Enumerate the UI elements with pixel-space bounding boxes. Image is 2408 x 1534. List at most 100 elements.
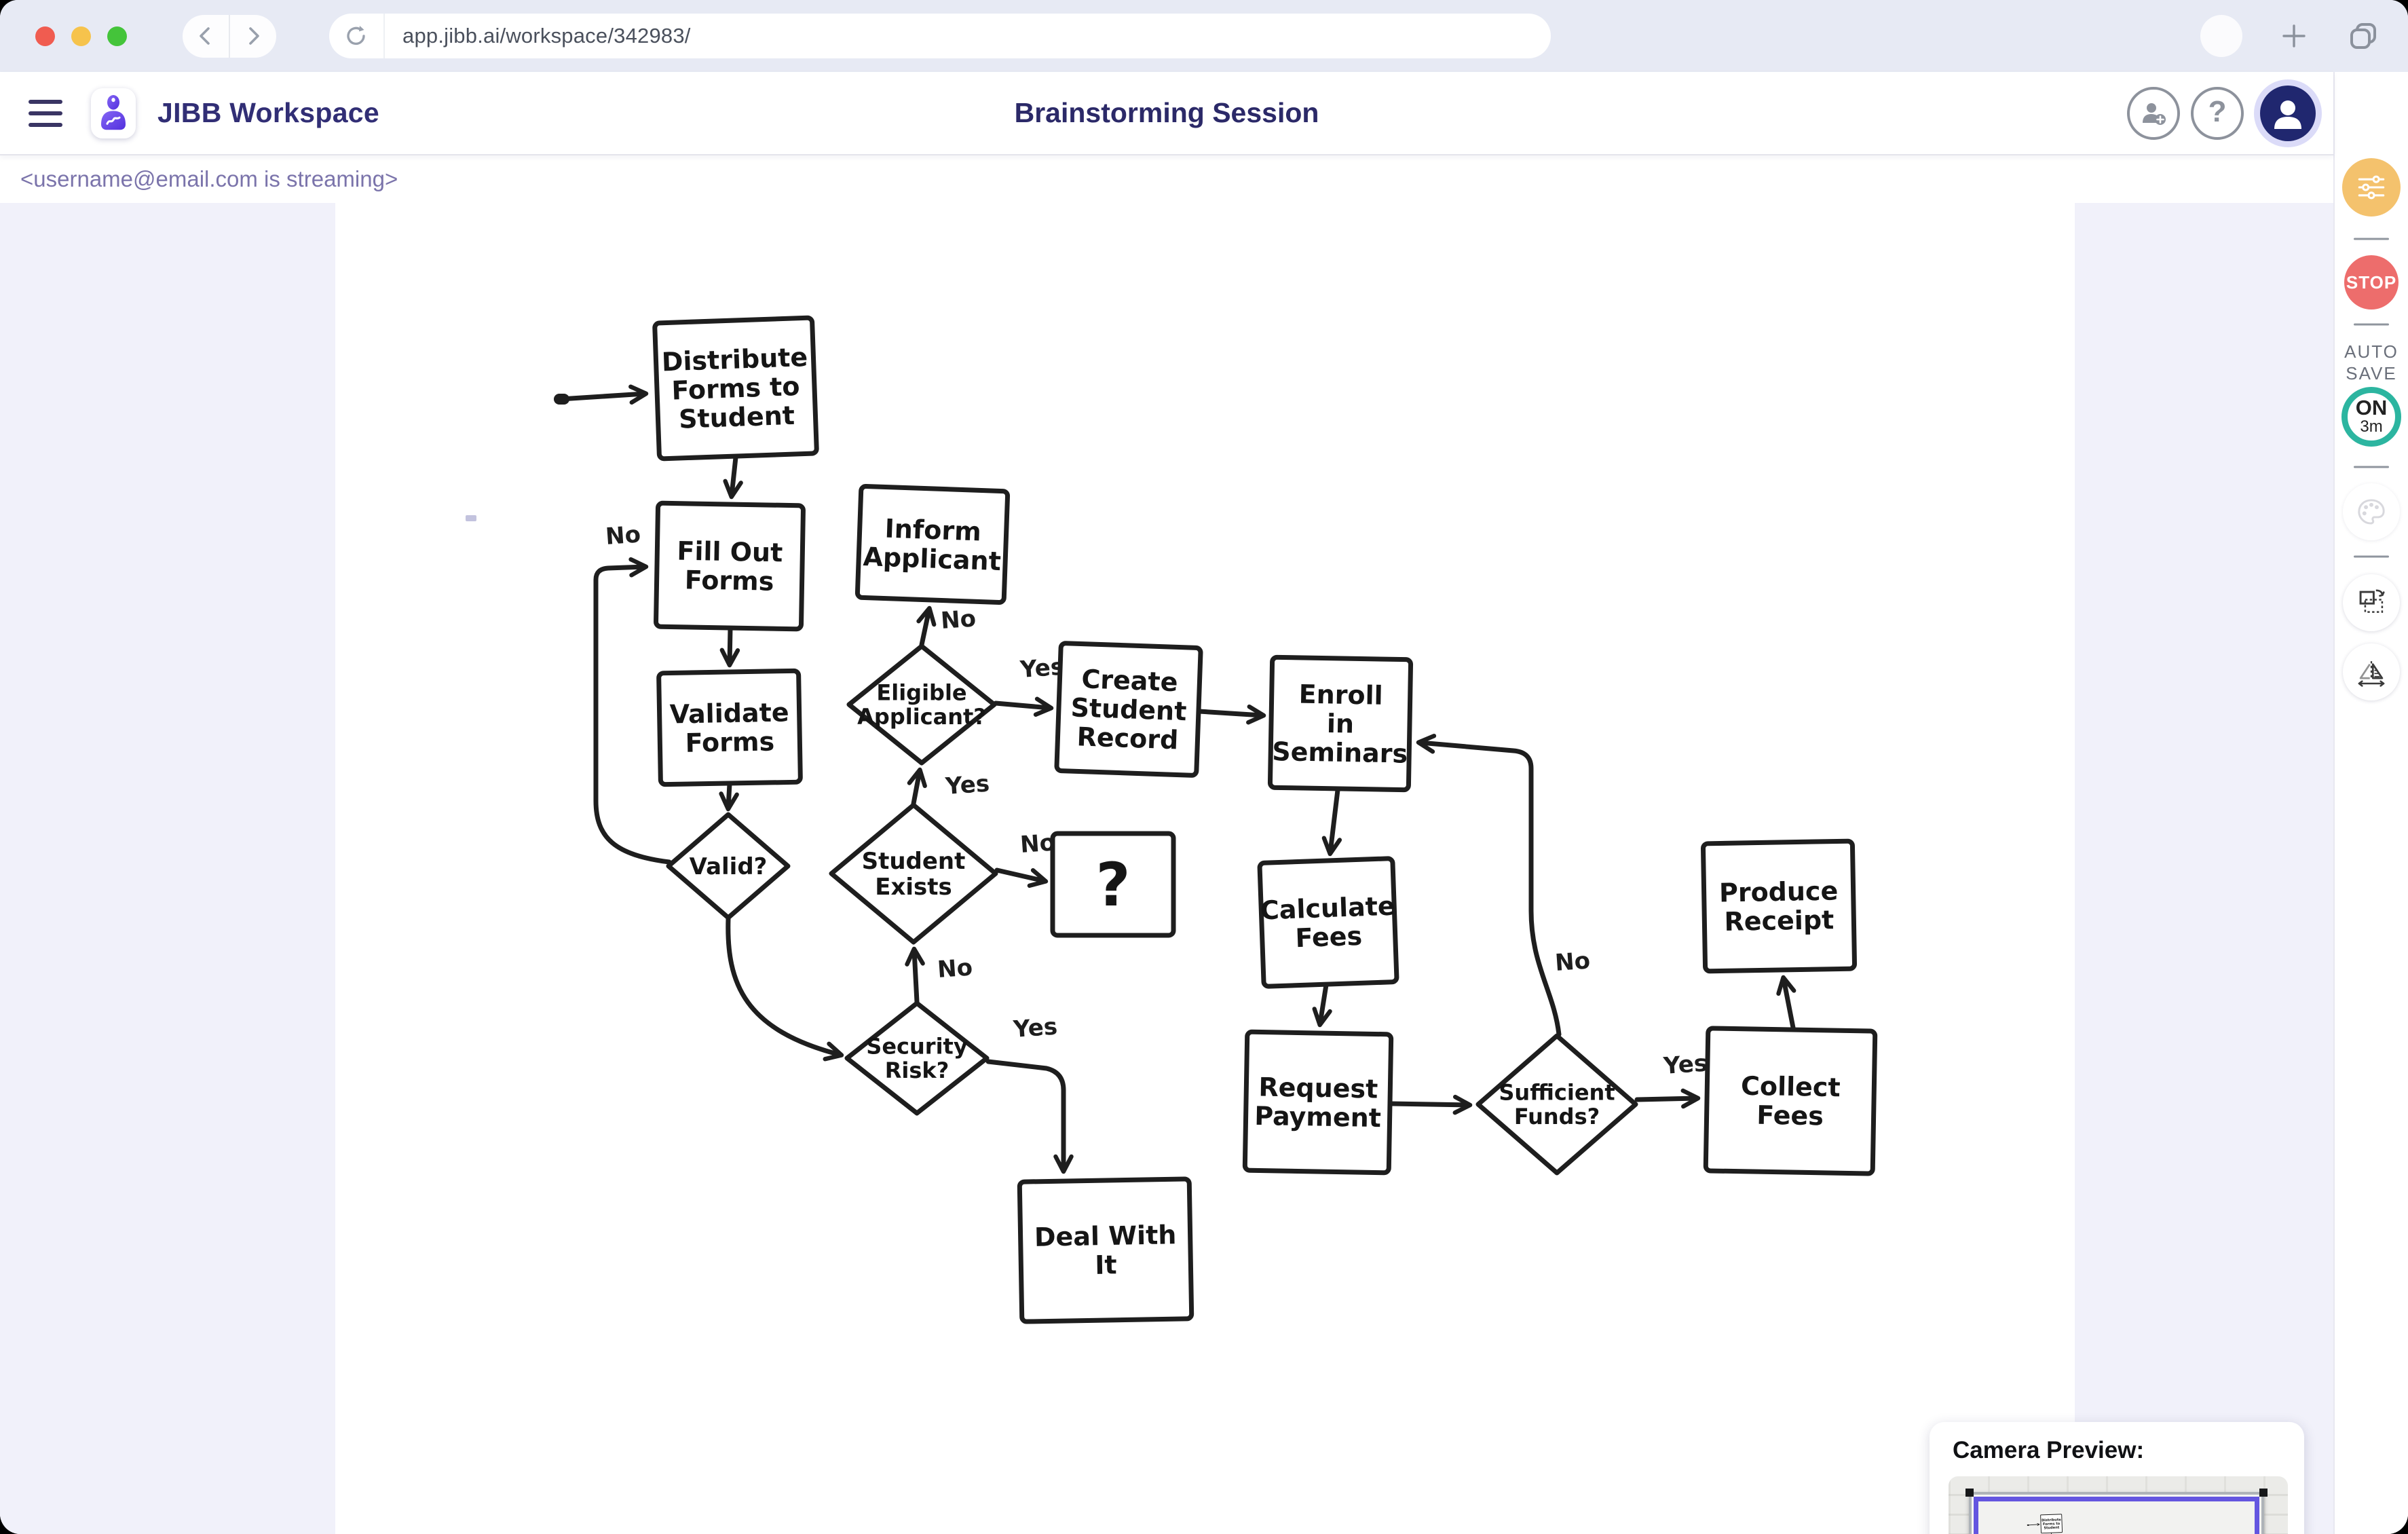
tab-overview-button[interactable] — [2339, 12, 2388, 60]
adjustments-button[interactable] — [2342, 158, 2401, 217]
address-bar[interactable]: app.jibb.ai/workspace/342983/ — [329, 14, 1551, 58]
app-title: JIBB Workspace — [157, 97, 380, 128]
svg-text:Funds?: Funds? — [1514, 1104, 1600, 1129]
url-text[interactable]: app.jibb.ai/workspace/342983/ — [402, 24, 691, 48]
svg-text:Inform: Inform — [884, 514, 982, 547]
svg-text:Fees: Fees — [1756, 1100, 1824, 1131]
svg-text:Student: Student — [678, 400, 795, 434]
svg-text:No: No — [1019, 829, 1056, 859]
svg-text:No: No — [605, 521, 641, 550]
autosave-toggle[interactable]: ON 3m — [2341, 387, 2402, 447]
forward-button[interactable] — [230, 15, 276, 58]
svg-text:Eligible: Eligible — [876, 679, 966, 705]
svg-text:Enroll: Enroll — [1298, 679, 1383, 711]
svg-text:Security: Security — [866, 1033, 968, 1059]
svg-text:Sufficient: Sufficient — [1499, 1079, 1615, 1105]
svg-text:No: No — [937, 954, 973, 984]
svg-text:Applicant?: Applicant? — [857, 704, 986, 730]
svg-text:?: ? — [1095, 850, 1130, 920]
plus-icon — [2282, 24, 2306, 48]
camera-preview-card: Camera Preview: NoNoYesNoNoYesYesNoYesDi… — [1930, 1422, 2304, 1534]
browser-toolbar: app.jibb.ai/workspace/342983/ — [0, 0, 2408, 72]
stream-sidebar: STOP AUTO SAVE ON 3m — [2333, 72, 2408, 1534]
svg-text:Produce: Produce — [1719, 876, 1839, 908]
svg-text:Record: Record — [1076, 722, 1179, 755]
svg-text:Valid?: Valid? — [690, 853, 768, 880]
flip-icon — [2358, 661, 2385, 687]
svg-text:Forms to: Forms to — [2043, 1522, 2061, 1527]
svg-text:Student: Student — [862, 848, 966, 875]
svg-text:Forms to: Forms to — [671, 371, 800, 406]
flip-button[interactable] — [2343, 643, 2401, 700]
add-person-icon — [2143, 102, 2166, 125]
palette-icon — [2358, 499, 2385, 525]
svg-text:in: in — [1327, 709, 1355, 739]
invite-user-button[interactable] — [2127, 86, 2181, 140]
autosave-label: AUTO SAVE — [2344, 341, 2398, 384]
svg-text:It: It — [1095, 1250, 1117, 1280]
hamburger-icon — [29, 99, 62, 104]
svg-text:Fees: Fees — [1295, 921, 1363, 953]
svg-text:Risk?: Risk? — [885, 1058, 949, 1083]
stop-streaming-button[interactable]: STOP — [2344, 255, 2399, 310]
jibb-logo-icon — [101, 94, 126, 130]
crop-rotate-button[interactable] — [2343, 574, 2401, 631]
color-mode-button[interactable] — [2343, 483, 2401, 540]
svg-text:Yes: Yes — [1019, 654, 1065, 684]
extension-button[interactable] — [2200, 15, 2242, 57]
svg-text:Student: Student — [1070, 692, 1187, 726]
chrome-right-controls — [2200, 0, 2408, 72]
svg-text:Request: Request — [1258, 1072, 1378, 1104]
zoom-window-button[interactable] — [107, 26, 127, 46]
svg-text:Deal With: Deal With — [1034, 1220, 1177, 1252]
svg-text:Receipt: Receipt — [1724, 905, 1834, 937]
adjustments-icon — [2358, 175, 2385, 200]
crop-rotate-icon — [2359, 589, 2385, 613]
svg-text:Forms: Forms — [685, 726, 774, 757]
reload-button[interactable] — [329, 14, 385, 58]
svg-text:Distribute: Distribute — [2042, 1518, 2062, 1523]
svg-text:No: No — [940, 605, 977, 635]
help-button[interactable]: ? — [2191, 86, 2244, 140]
new-tab-button[interactable] — [2270, 12, 2318, 60]
menu-button[interactable] — [29, 99, 62, 127]
jibb-app: JIBB Workspace Brainstorming Session ? — [0, 72, 2408, 1534]
sidebar-divider — [2354, 466, 2390, 468]
svg-text:Yes: Yes — [944, 770, 990, 800]
nav-buttons — [183, 14, 276, 58]
reload-icon — [347, 26, 365, 45]
tabs-icon — [2350, 23, 2376, 49]
account-avatar[interactable] — [2260, 85, 2316, 141]
svg-text:Forms: Forms — [685, 565, 774, 596]
app-header: JIBB Workspace Brainstorming Session ? — [0, 72, 2334, 155]
header-actions: ? — [2127, 85, 2316, 141]
camera-preview-title: Camera Preview: — [1953, 1437, 2145, 1463]
back-button[interactable] — [183, 14, 230, 58]
svg-text:Fill Out: Fill Out — [677, 536, 783, 568]
close-window-button[interactable] — [35, 26, 55, 46]
streaming-status-text: <username@email.com is streaming> — [20, 166, 398, 191]
svg-text:Yes: Yes — [1662, 1050, 1708, 1080]
svg-text:Collect: Collect — [1741, 1071, 1841, 1103]
chevron-right-icon — [249, 27, 259, 45]
jibb-logo[interactable] — [91, 88, 136, 138]
svg-text:No: No — [1554, 947, 1591, 977]
svg-text:Payment: Payment — [1254, 1101, 1381, 1133]
svg-text:Validate: Validate — [669, 697, 789, 729]
main-column: JIBB Workspace Brainstorming Session ? — [0, 72, 2334, 1534]
svg-text:Yes: Yes — [1012, 1013, 1058, 1043]
chevron-left-icon — [200, 27, 210, 45]
svg-text:Create: Create — [1081, 664, 1178, 697]
minimize-window-button[interactable] — [71, 26, 91, 46]
svg-text:Calculate: Calculate — [1260, 891, 1395, 926]
sidebar-divider — [2354, 555, 2390, 558]
traffic-lights — [35, 26, 127, 46]
svg-text:Seminars: Seminars — [1272, 736, 1408, 768]
stray-mark — [466, 515, 476, 521]
